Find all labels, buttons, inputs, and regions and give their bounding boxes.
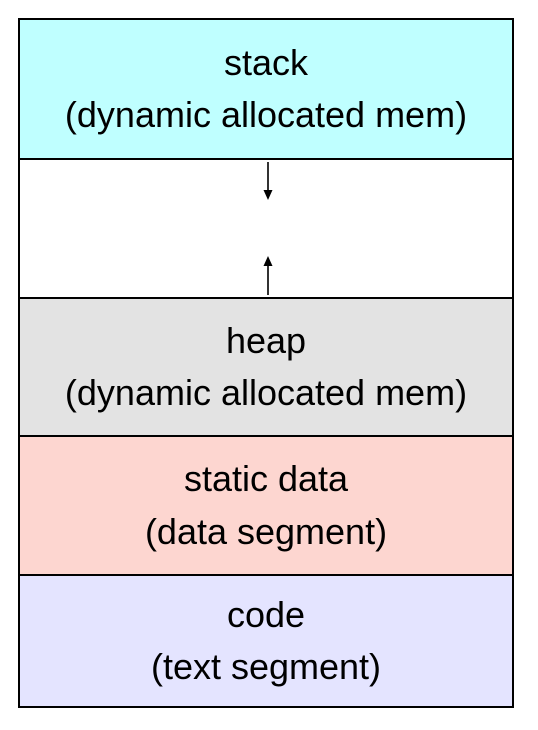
code-segment: code (text segment) <box>20 574 512 706</box>
code-title: code <box>226 593 306 635</box>
static-data-segment: static data (data segment) <box>20 435 512 574</box>
heap-subtitle: (dynamic allocated mem) <box>64 372 468 413</box>
static-title: static data <box>183 458 349 500</box>
heap-title: heap <box>225 319 307 361</box>
growth-arrows <box>263 162 273 295</box>
stack-title: stack <box>223 41 309 83</box>
heap-segment: heap (dynamic allocated mem) <box>20 297 512 435</box>
stack-segment: stack (dynamic allocated mem) <box>20 20 512 158</box>
stack-subtitle: (dynamic allocated mem) <box>64 94 468 135</box>
static-subtitle: (data segment) <box>144 510 388 552</box>
memory-layout-diagram: stack (dynamic allocated mem) heap (dyna… <box>18 18 514 708</box>
free-space-segment <box>20 158 512 297</box>
arrow-down-icon <box>263 162 273 200</box>
code-subtitle: (text segment) <box>150 646 382 687</box>
arrow-up-icon <box>263 256 273 295</box>
